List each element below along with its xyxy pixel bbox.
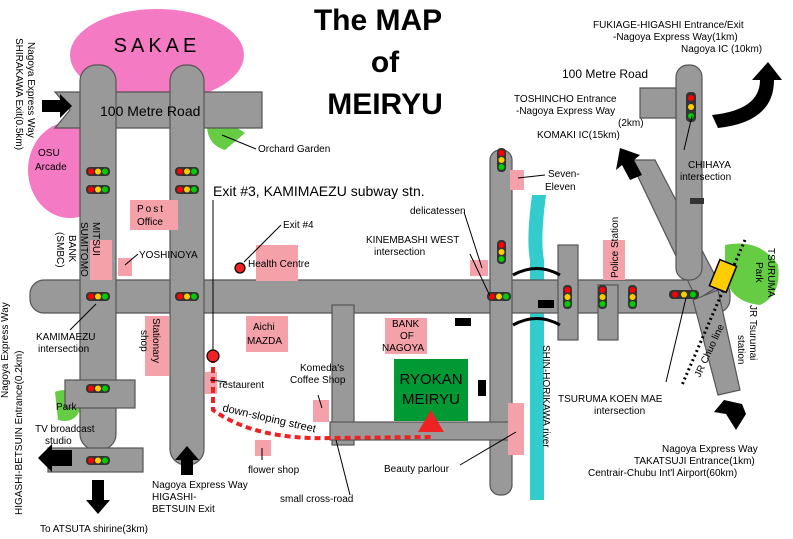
- fukiage-label-1: FUKIAGE-HIGASHI Entrance/Exit: [593, 20, 744, 31]
- jr-tsurumai-label-1: JR Tsurumai: [747, 305, 758, 360]
- police-station-label: Police Station: [610, 217, 621, 278]
- stationary-label-1: Stationary: [150, 318, 161, 363]
- health-centre-label: Health Centre: [248, 259, 310, 270]
- kinembashi-label-2: intersection: [374, 247, 425, 258]
- bridge-north: [512, 267, 561, 277]
- ryokan-marker-icon: [418, 410, 444, 432]
- takatsuji-label-1: Nagoya Express Way: [662, 444, 758, 455]
- shin-horikawa-river: [528, 195, 546, 500]
- kamimaezu-label-1: KAMIMAEZU: [36, 332, 95, 343]
- bank-nagoya-label-2: OF: [400, 331, 414, 342]
- tv-studio-label-2: studio: [45, 436, 72, 447]
- exit4-label: Exit #4: [283, 220, 314, 231]
- bank-nagoya-label-3: NAGOYA: [382, 343, 424, 354]
- title-line-1: The MAP: [314, 4, 442, 37]
- shirakawa-label-1: Nagoya Express Way: [25, 42, 36, 138]
- stationary-label-2: shop: [138, 330, 149, 352]
- toshincho-label-4: KOMAKI IC(15km): [537, 130, 620, 141]
- jr-chuo-line: [680, 239, 747, 386]
- fukiage-label-2: -Nagoya Express Way(1km): [613, 32, 738, 43]
- hundred-metre-road-right-label: 100 Metre Road: [562, 67, 648, 81]
- higashi-betsuin-exit-label-2: HIGASHI-: [152, 492, 196, 503]
- bank-nagoya-label-1: BANK: [392, 319, 420, 330]
- mitsui-label-2: SUMITOMO: [78, 222, 89, 277]
- atsuta-label: To ATSUTA shirine(3km): [40, 524, 148, 535]
- sakae-label: SAKAE: [114, 35, 201, 57]
- osu-label-2: Arcade: [35, 162, 67, 173]
- chihaya-label-2: intersection: [680, 172, 731, 183]
- aichi-mazda-label-1: Aichi: [253, 322, 275, 333]
- higashi-betsuin-exit-label-1: Nagoya Express Way: [152, 480, 248, 491]
- bridge-south: [512, 317, 561, 327]
- leader-lines: [69, 115, 693, 496]
- parking-icon: [478, 380, 486, 396]
- jr-tsurumai-label-2: station: [735, 335, 746, 364]
- down-sloping-street-label: down-sloping street: [221, 402, 317, 435]
- kamimaezu-label-2: intersection: [38, 344, 89, 355]
- small-cross-road-label: small cross-road: [280, 494, 353, 505]
- tsuruma-koen-label-2: intersection: [594, 406, 645, 417]
- seven-eleven-label-2: Eleven: [545, 182, 576, 193]
- tsuruma-park-label-1: TSURUMA: [765, 248, 776, 298]
- yoshinoya-label: YOSHINOYA: [139, 250, 198, 261]
- kinembashi-label-1: KINEMBASHI WEST: [366, 235, 459, 246]
- title-line-3: MEIRYU: [327, 88, 443, 121]
- tv-studio-label-1: TV broadcast: [35, 424, 95, 435]
- tsuruma-koen-label-1: TSURUMA KOEN MAE: [558, 394, 663, 405]
- higashi-betsuin-exit-label-3: BETSUIN Exit: [152, 504, 215, 515]
- toshincho-label-2: -Nagoya Express Way: [516, 106, 615, 117]
- car-icon: [538, 300, 554, 308]
- exit3-marker-icon[interactable]: [206, 349, 220, 363]
- flower-shop-label: flower shop: [248, 465, 300, 476]
- ryokan-label-1: RYOKAN: [399, 371, 462, 388]
- higashi-betsuin-entrance-label-2: HIGASHI-BETSUIN Entrance(0.2km): [14, 351, 25, 515]
- post-office-label-1: Post: [137, 204, 165, 215]
- ryokan-label-2: MEIRYU: [402, 391, 460, 408]
- road-network: [29, 64, 741, 496]
- mitsui-label-4: (SMBC): [54, 232, 65, 268]
- traffic-lights: [86, 92, 704, 465]
- komeda-label-2: Coffee Shop: [290, 375, 346, 386]
- orchard-garden-label: Orchard Garden: [258, 144, 330, 155]
- chihaya-label-1: CHIHAYA: [688, 160, 731, 171]
- mitsui-label-3: BANK: [66, 235, 77, 263]
- takatsuji-label-2: TAKATSUJI Entrance(1km): [634, 456, 755, 467]
- shirakawa-label-2: SHIRAKAWA Exit(0.5km): [13, 38, 24, 150]
- shin-horikawa-river-label: SHIN-HORIKAWA river: [540, 345, 551, 448]
- beauty-parlour-label: Beauty parlour: [384, 464, 450, 475]
- higashi-betsuin-entrance-label-1: Nagoya Express Way: [0, 302, 11, 398]
- post-office-label-2: Office: [137, 217, 163, 228]
- exit4-marker-icon[interactable]: [234, 262, 246, 274]
- osu-label-1: OSU: [38, 148, 60, 159]
- mitsui-label-1: MITSUI: [90, 222, 101, 256]
- buildings: [90, 170, 625, 456]
- fukiage-label-3: Nagoya IC (10km): [681, 44, 762, 55]
- toshincho-label-3: (2km): [618, 118, 644, 129]
- takatsuji-label-3: Centrair-Chubu Int'l Airport(60km): [588, 468, 737, 479]
- tsuruma-park: [725, 243, 779, 305]
- aichi-mazda-label-2: MAZDA: [247, 336, 282, 347]
- hundred-metre-road-left-label: 100 Metre Road: [100, 103, 200, 119]
- delicatessen-label: delicatessen: [410, 206, 466, 217]
- park-left-label: Park: [56, 402, 78, 413]
- jr-tsurumai-station: [708, 258, 738, 294]
- exit3-label: Exit #3, KAMIMAEZU subway stn.: [213, 183, 425, 199]
- title-line-2: of: [371, 46, 400, 79]
- restaurent-label: restaurent: [219, 380, 264, 391]
- seven-eleven-label-1: Seven-: [548, 169, 580, 180]
- tsuruma-park-label-2: Park: [753, 262, 764, 284]
- toshincho-label-1: TOSHINCHO Entrance: [514, 94, 617, 105]
- direction-arrows: [38, 62, 782, 514]
- car-icon-2: [455, 318, 471, 326]
- komeda-label-1: Komeda's: [300, 363, 344, 374]
